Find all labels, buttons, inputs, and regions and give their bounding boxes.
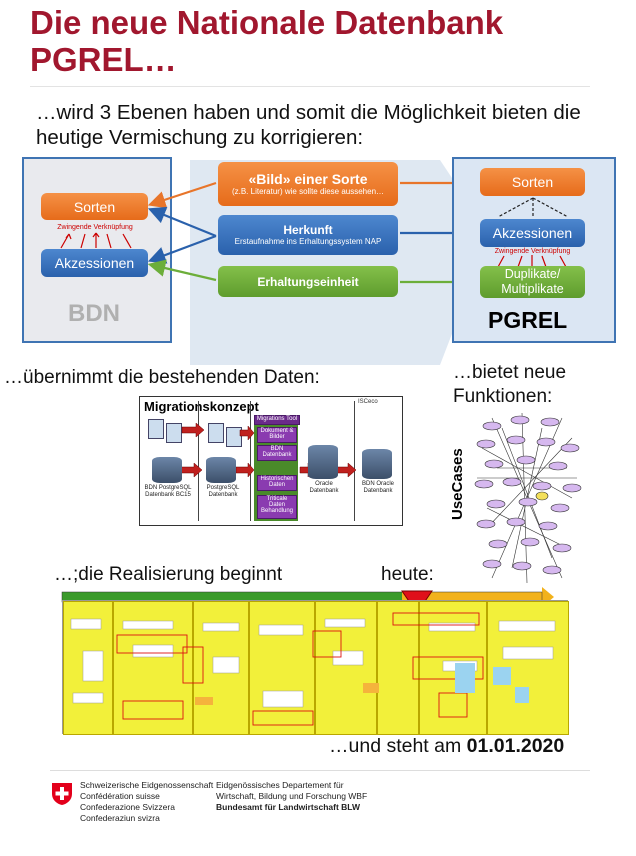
pgrel-label: PGREL — [488, 307, 568, 333]
pgrel-link-label: Zwingende Verknüpfung — [494, 248, 571, 255]
divider-1 — [198, 401, 199, 521]
database-icon — [362, 449, 392, 479]
divider-2 — [250, 401, 251, 521]
pgrel-duplikate-box: Duplikate/ Multiplikate — [480, 266, 585, 298]
migration-concept-diagram: Migrationskonzept ISCeco Migrations Tool… — [139, 396, 403, 526]
footer-line: Bundesamt für Landwirtschaft BLW — [216, 802, 361, 812]
page-title: Die neue Nationale Datenbank PGREL… — [30, 4, 504, 78]
tool-item-triticale: Triticale Daten Behandlung — [257, 495, 297, 519]
steht-label: …und steht am — [329, 735, 467, 757]
diagram-background — [190, 160, 490, 365]
erhaltungseinheit-label: Erhaltungseinheit — [257, 274, 359, 289]
footer-department: Eidgenössisches Departement für Wirtscha… — [216, 780, 367, 813]
footer-confederation: Schweizerische Eidgenossenschaft Confédé… — [80, 780, 213, 824]
bdn-label: BDN — [68, 300, 120, 327]
bdn-link-label: Zwingende Verknüpfung — [57, 224, 133, 231]
diagram-arrows — [147, 174, 479, 291]
footer-line: Wirtschaft, Bildung und Forschung WBF — [216, 791, 368, 801]
usecases-label: UseCases — [449, 448, 466, 520]
database-icon — [152, 457, 182, 483]
tool-item-dokument: Dokument & Bilder — [257, 427, 297, 443]
herkunft-title: Herkunft — [283, 223, 333, 237]
erhaltungseinheit-box: Erhaltungseinheit — [218, 266, 398, 297]
herkunft-subtitle: Erstaufnahme ins Erhaltungssystem NAP — [234, 237, 382, 246]
footer-line: Eidgenössisches Departement für — [216, 780, 344, 790]
section-data-label: …übernimmt die bestehenden Daten: — [4, 367, 320, 388]
document-icon — [226, 427, 242, 447]
swiss-coat-of-arms-icon — [52, 783, 72, 805]
footer-line: Confederazione Svizzera — [80, 802, 175, 812]
bild-title: «Bild» einer Sorte — [248, 171, 368, 187]
title-divider — [30, 86, 590, 87]
divider-3 — [354, 401, 355, 521]
tool-item-historisch: Historischen Daten — [257, 475, 297, 491]
usecases-diagram — [474, 412, 582, 584]
pgrel-akzessionen-box: Akzessionen — [480, 219, 585, 247]
bild-einer-sorte-box: «Bild» einer Sorte (z.B. Literatur) wie … — [218, 162, 398, 206]
bdn-link-arrows — [60, 232, 132, 249]
herkunft-box: Herkunft Erstaufnahme ins Erhaltungssyst… — [218, 215, 398, 255]
document-icon — [148, 419, 164, 439]
db2-label: PostgreSQL Datenbank — [206, 485, 240, 498]
project-plan — [62, 600, 569, 735]
heute-label: heute: — [381, 564, 434, 585]
completion-statement: …und steht am 01.01.2020 — [329, 735, 564, 758]
plan-phase — [377, 601, 419, 735]
isceco-logo: ISCeco — [358, 399, 378, 405]
plan-phase — [249, 601, 315, 735]
database-icon — [206, 457, 236, 483]
footer-line: Confederaziun svizra — [80, 813, 160, 823]
document-icon — [166, 423, 182, 443]
completion-date: 01.01.2020 — [466, 735, 565, 757]
bild-subtitle: (z.B. Literatur) wie sollte diese ausseh… — [231, 187, 385, 196]
db4-label: BDN Oracle Datenbank — [361, 481, 394, 494]
plan-tasks — [70, 612, 556, 726]
intro-text: …wird 3 Ebenen haben und somit die Mögli… — [36, 101, 581, 149]
document-icon — [208, 423, 224, 443]
pgrel-dashed-links — [497, 197, 569, 218]
tool-item-bdn: BDN Datenbank — [257, 445, 297, 461]
migration-title: Migrationskonzept — [144, 399, 259, 414]
footer-line: Schweizerische Eidgenossenschaft — [80, 780, 214, 790]
pgrel-sorten-box: Sorten — [480, 168, 585, 196]
db3-label: Oracle Datenbank — [309, 481, 339, 494]
bdn-sorten-box: Sorten — [41, 193, 148, 220]
database-icon — [308, 445, 338, 479]
footer-divider — [50, 770, 590, 771]
db1-label: BDN PostgreSQL Datenbank BC15 — [144, 485, 192, 498]
footer-line: Confédération suisse — [80, 791, 160, 801]
realisierung-label: …;die Realisierung beginnt — [54, 564, 283, 585]
section-functions-label: …bietet neue Funktionen: — [453, 362, 567, 407]
migration-tool-label: Migrations Tool — [254, 415, 300, 425]
pgrel-link-arrows — [497, 255, 567, 268]
bdn-akzessionen-box: Akzessionen — [41, 249, 148, 277]
